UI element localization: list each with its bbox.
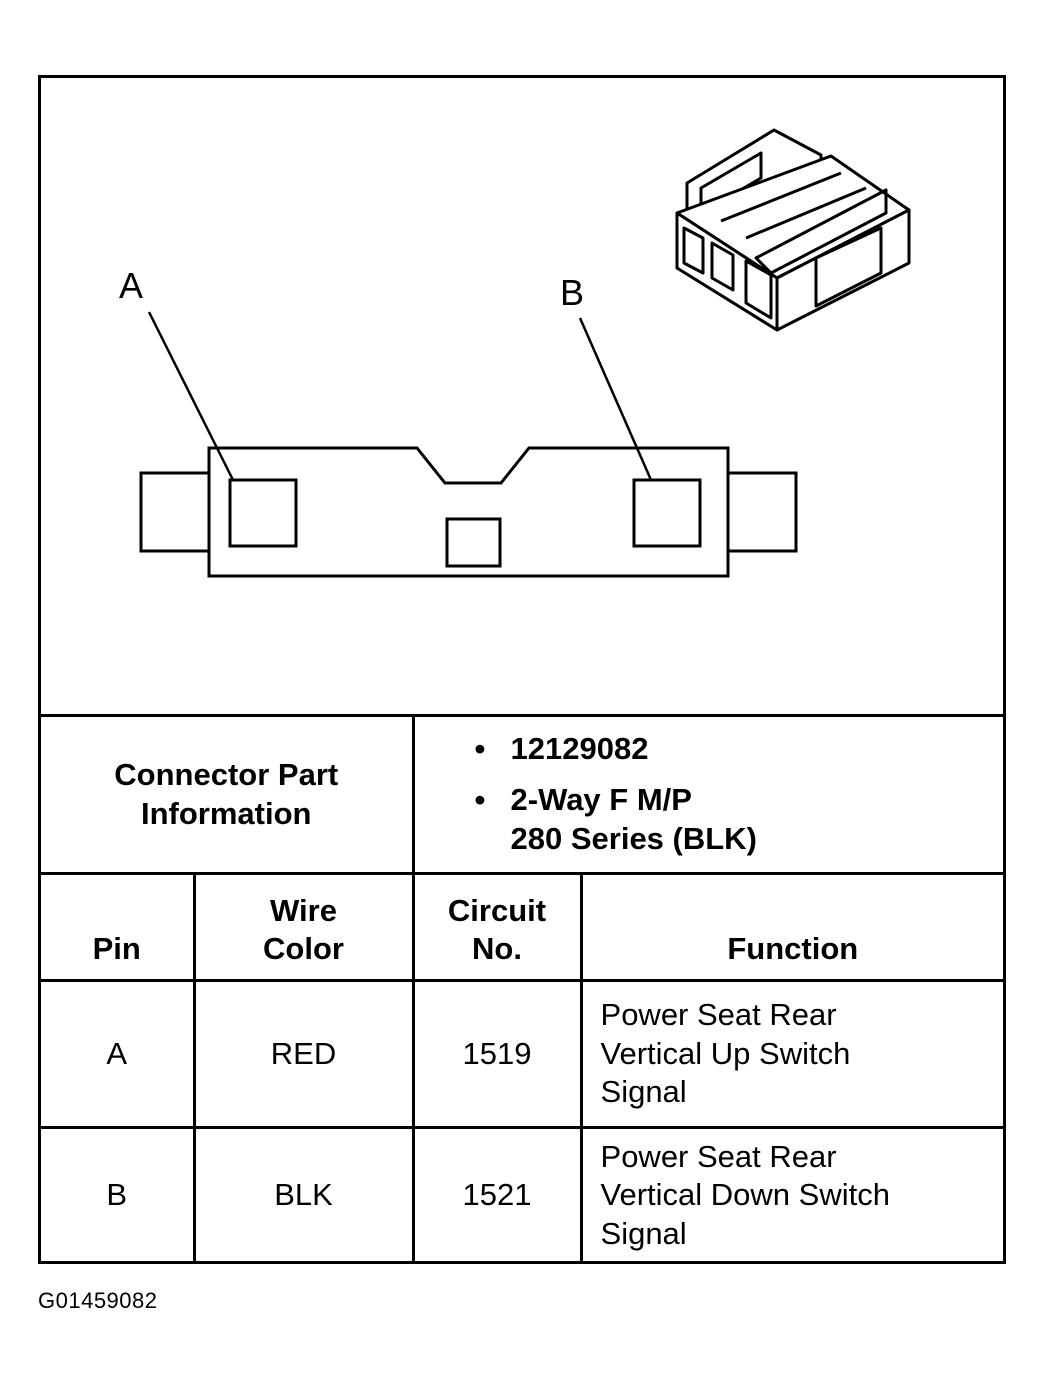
header-row: Pin Wire Color Circuit No. Function <box>41 872 1004 982</box>
row-b-function-line1: Power Seat Rear <box>600 1138 837 1174</box>
iso-rib-1 <box>720 171 842 223</box>
row-b-circuit: 1521 <box>411 1126 583 1263</box>
part-desc-line: • 2-Way F M/P 280 Series (BLK) <box>475 781 1004 859</box>
row-a-function: Power Seat Rear Vertical Up Switch Signa… <box>579 979 1004 1129</box>
part-info-label-cell: Connector Part Information <box>41 714 415 875</box>
row-a-wire-color: RED <box>192 979 415 1129</box>
header-wire-line1: Wire <box>270 892 337 928</box>
connector-body-outline <box>207 446 730 578</box>
connector-drawing <box>139 128 911 578</box>
connector-face-view <box>139 446 798 578</box>
iso-cavity-3 <box>744 259 773 320</box>
iso-side-inner <box>754 188 888 275</box>
diagram-frame: A B Connector Part Information • 1212908… <box>38 75 1006 1264</box>
iso-rib-2 <box>745 186 867 240</box>
part-desc-line1: 2-Way F M/P <box>510 782 692 818</box>
cavity-b <box>632 478 702 548</box>
iso-side-latch <box>814 226 883 308</box>
leader-line-a <box>147 311 235 481</box>
table-row: A RED 1519 Power Seat Rear Vertical Up S… <box>41 979 1004 1129</box>
row-a-function-line2: Vertical Up Switch <box>600 1035 851 1071</box>
connector-info-table: Connector Part Information • 12129082 • … <box>41 714 1004 1263</box>
center-key <box>445 517 502 568</box>
header-circuit-line2: No. <box>472 931 522 967</box>
row-a-function-line3: Signal <box>600 1074 687 1110</box>
row-a-pin: A <box>41 979 196 1129</box>
part-number-line: • 12129082 <box>475 730 1004 769</box>
connector-isometric-view <box>675 128 911 332</box>
part-info-value-cell: • 12129082 • 2-Way F M/P 280 Series (BLK… <box>411 714 1004 875</box>
part-desc-line2: 280 Series (BLK) <box>510 820 757 856</box>
connector-diagram: A B <box>41 78 1003 715</box>
table-row: B BLK 1521 Power Seat Rear Vertical Down… <box>41 1126 1004 1263</box>
row-b-function-line3: Signal <box>600 1216 687 1252</box>
part-number: 12129082 <box>510 731 649 767</box>
pin-label-b: B <box>560 272 585 313</box>
left-latch-tab <box>139 471 211 553</box>
header-circuit: Circuit No. <box>411 872 583 982</box>
header-wire-color: Wire Color <box>192 872 415 982</box>
bullet-icon: • <box>474 731 486 767</box>
iso-cavity-2 <box>710 241 735 292</box>
pin-label-a: A <box>119 265 144 306</box>
part-info-row: Connector Part Information • 12129082 • … <box>41 714 1004 875</box>
bullet-icon: • <box>474 782 486 818</box>
row-b-function-line2: Vertical Down Switch <box>600 1177 890 1213</box>
header-function-label: Function <box>727 931 859 967</box>
row-a-function-line1: Power Seat Rear <box>600 996 837 1032</box>
row-a-circuit: 1519 <box>411 979 583 1129</box>
iso-cavity-1 <box>682 226 705 275</box>
header-pin: Pin <box>41 872 196 982</box>
part-info-label-line1: Connector Part <box>114 756 339 792</box>
header-wire-line2: Color <box>263 931 344 967</box>
row-b-pin: B <box>41 1126 196 1263</box>
row-b-function: Power Seat Rear Vertical Down Switch Sig… <box>579 1126 1004 1263</box>
cavity-a <box>228 478 298 548</box>
leader-line-b <box>578 317 653 481</box>
row-b-wire-color: BLK <box>192 1126 415 1263</box>
part-info-label-line2: Information <box>141 795 312 831</box>
header-pin-label: Pin <box>92 931 141 967</box>
right-latch-tab <box>726 471 798 553</box>
header-circuit-line1: Circuit <box>447 892 547 928</box>
header-function: Function <box>579 872 1004 982</box>
figure-id: G01459082 <box>38 1288 158 1313</box>
